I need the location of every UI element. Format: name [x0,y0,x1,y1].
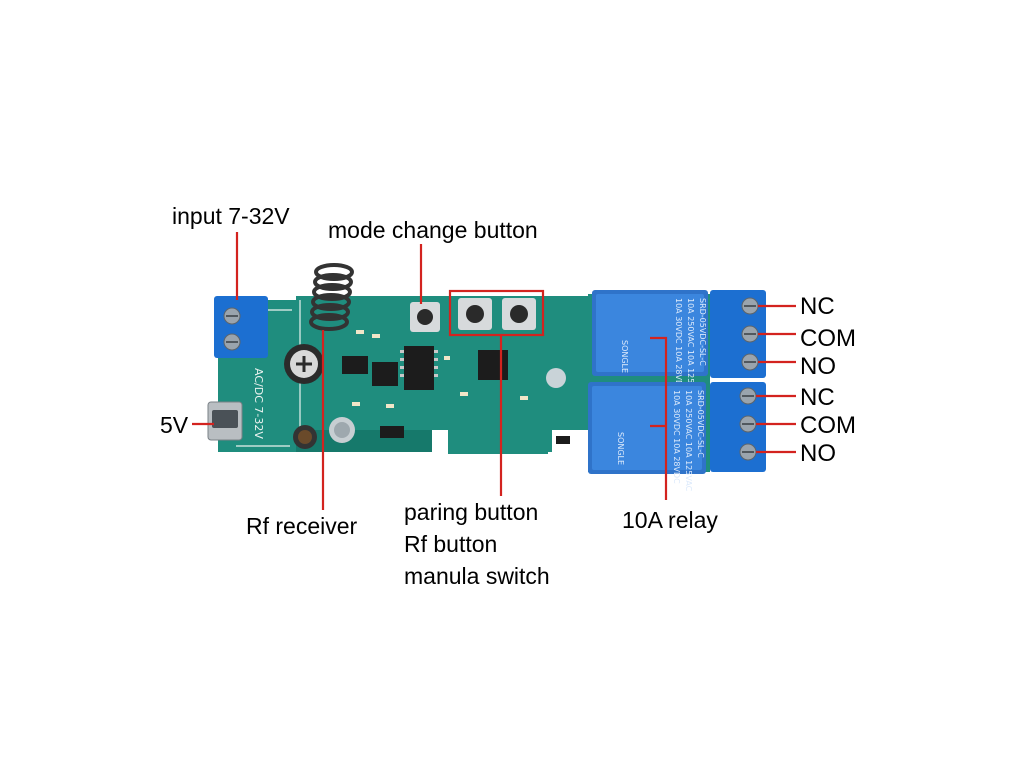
relay1-rating2-text: 10A 30VDC 10A 28VDC [674,298,683,392]
relay-label: 10A relay [622,507,718,533]
relay2-brand-text: SONGLE [616,432,625,465]
relay1-com-label: COM [800,325,856,352]
relay2-nc-label: NC [800,384,835,411]
button-highlight-box [448,289,545,337]
relay1-no-label: NO [800,353,836,380]
capacitor [284,344,324,384]
inductor [293,425,317,449]
relay2-rating2-text: 10A 30VDC 10A 28VDC [672,390,681,484]
relay1-brand-text: SONGLE [620,340,629,373]
output-terminal-2 [710,382,766,472]
output-terminal-1 [710,290,766,378]
leader-lines [192,232,796,510]
manual-switch-label: manula switch [404,563,550,589]
relay-1: SRD-05VDC-SL-C 10A 250VAC 10A 125VAC 10A… [592,290,708,400]
acdc-text: AC/DC 7-32V [252,368,265,439]
acdc-silk-text: AC/DC 7-32V [252,368,265,439]
rf-button [502,298,536,330]
five-v-label: 5V [160,412,189,438]
relay1-model-text: SRD-05VDC-SL-C [698,298,707,366]
usb-port [207,401,243,441]
relay-2: SRD-05VDC-SL-C 10A 250VAC 10A 125VAC 10A… [588,382,706,492]
mode-change-button [410,302,440,332]
ic-chips [342,346,570,444]
relay2-rating1-text: 10A 250VAC 10A 125VAC [684,390,693,492]
input-terminal [214,296,268,358]
paring-button [458,298,492,330]
relay2-no-label: NO [800,440,836,467]
relay-leader [650,336,668,500]
smd-parts [352,330,528,408]
relay1-rating1-text: 10A 250VAC 10A 125VAC [686,298,695,400]
rf-antenna-coil [309,263,354,331]
relay2-com-label: COM [800,412,856,439]
labels: input 7-32V mode change button 5V Rf rec… [160,203,856,589]
small-capacitor [329,417,355,443]
rf-button-label: Rf button [404,531,497,557]
rf-receiver-label: Rf receiver [246,513,358,539]
paring-button-label: paring button [404,499,538,525]
mode-change-label: mode change button [328,217,538,243]
relay2-model-text: SRD-05VDC-SL-C [696,390,705,458]
relay1-nc-label: NC [800,293,835,320]
input-label: input 7-32V [172,203,290,229]
